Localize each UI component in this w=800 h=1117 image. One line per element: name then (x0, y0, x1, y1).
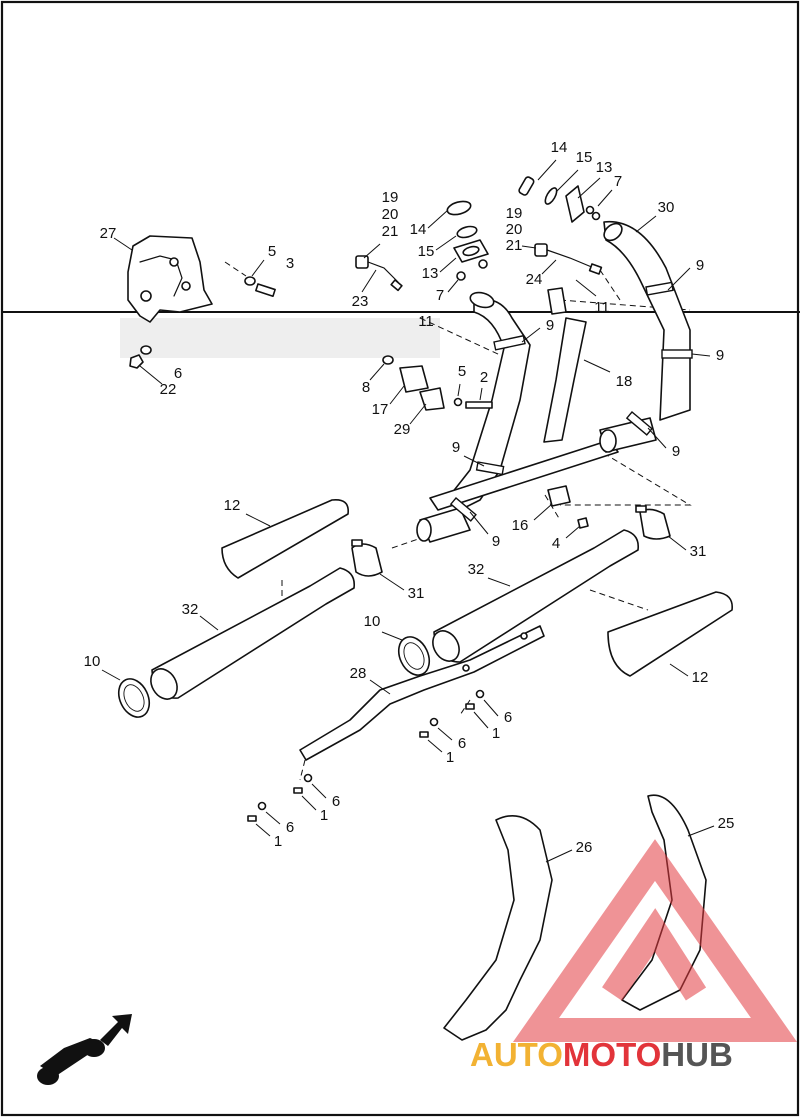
callout-number: 15 (418, 243, 435, 260)
heat-shield-18 (543, 287, 587, 443)
muffler-gasket-10-right (397, 636, 431, 676)
muffler-clamp-31-left (351, 539, 383, 577)
watermark-text: AUTOMOTOHUB (470, 1036, 733, 1073)
motorcycle-front-arrow-icon (37, 1014, 132, 1085)
callout-number: 6 (458, 735, 466, 752)
bolt-washer-3-5 (244, 276, 276, 298)
callout-number: 10 (84, 653, 101, 670)
callout-number: 9 (492, 533, 500, 550)
callout-number: 17 (372, 401, 389, 418)
fasteners-1-6 (247, 689, 485, 822)
hanger-16-4 (547, 485, 589, 529)
muffler-clamp-31-right (635, 505, 671, 540)
mounting-bracket-27 (127, 235, 213, 323)
callout-number: 1 (274, 833, 282, 850)
callout-number: 18 (616, 373, 633, 390)
muffler-bracket-28 (299, 625, 545, 761)
bracket-parts-8-17-29 (382, 355, 493, 411)
callout-number: 16 (512, 517, 529, 534)
callout-number: 9 (696, 257, 704, 274)
header-pipe-30 (603, 220, 691, 421)
callout-number: 9 (672, 443, 680, 460)
oxygen-sensor-24 (534, 243, 603, 275)
callout-number: 31 (690, 543, 707, 560)
callout-number: 15 (576, 149, 593, 166)
muffler-32-left (150, 567, 356, 700)
callout-number: 11 (594, 299, 610, 316)
callout-number: 10 (364, 613, 381, 630)
callout-number: 1 (492, 725, 500, 742)
muffler-gasket-10-left (117, 678, 151, 718)
callout-number: 2 (480, 369, 488, 386)
port-gaskets-13-14-15 (518, 176, 601, 223)
callout-number: 31 (408, 585, 425, 602)
callout-number: 14 (410, 221, 427, 238)
callout-number: 24 (526, 271, 543, 288)
nut-washer-22-6 (129, 345, 152, 369)
callout-number: 12 (224, 497, 241, 514)
callout-number: 23 (352, 293, 369, 310)
callout-number: 20 (382, 206, 399, 223)
callout-number: 28 (350, 665, 367, 682)
callout-number: 1 (320, 807, 328, 824)
callout-number: 27 (100, 225, 117, 242)
callout-number: 19 (382, 189, 399, 206)
heat-shield-26 (443, 814, 553, 1041)
callout-number: 6 (504, 709, 512, 726)
assembly-dashed-lines (224, 261, 692, 781)
callout-number: 6 (332, 793, 340, 810)
callout-number: 13 (596, 159, 613, 176)
callout-number: 25 (718, 815, 735, 832)
callout-number: 19 (506, 205, 523, 222)
callout-number: 20 (506, 221, 523, 238)
callout-number: 11 (418, 313, 434, 330)
muffler-32-right (432, 529, 640, 663)
muffler-shield-12-left (221, 498, 349, 579)
callout-number: 5 (268, 243, 276, 260)
callout-number: 6 (286, 819, 294, 836)
crossover-pipe (416, 417, 657, 543)
muffler-shield-12-right (607, 591, 733, 677)
callout-number: 9 (546, 317, 554, 334)
callout-number: 5 (458, 363, 466, 380)
callout-number: 26 (576, 839, 593, 856)
watermark-moto: MOTO (563, 1036, 661, 1073)
callout-number: 21 (506, 237, 523, 254)
port-gaskets-14-15 (446, 200, 489, 281)
callout-number: 30 (658, 199, 675, 216)
callouts: 27 5 3 6 22 19 20 21 23 14 15 13 7 14 15… (84, 139, 735, 863)
callout-number: 9 (452, 439, 460, 456)
callout-number: 12 (692, 669, 709, 686)
callout-number: 7 (614, 173, 622, 190)
scan-noise (120, 318, 440, 358)
callout-number: 13 (422, 265, 439, 282)
callout-number: 3 (286, 255, 294, 272)
callout-number: 8 (362, 379, 370, 396)
callout-number: 7 (436, 287, 444, 304)
callout-number: 21 (382, 223, 399, 240)
callout-number: 9 (716, 347, 724, 364)
watermark-hub: HUB (661, 1036, 733, 1073)
callout-number: 6 (174, 365, 182, 382)
callout-number: 29 (394, 421, 411, 438)
oxygen-sensor-23 (355, 255, 403, 292)
callout-number: 32 (182, 601, 199, 618)
callout-number: 22 (160, 381, 177, 398)
callout-number: 14 (551, 139, 568, 156)
callout-number: 1 (446, 749, 454, 766)
clamps-9 (449, 281, 693, 522)
watermark-triangle (512, 839, 798, 1042)
callout-number: 4 (552, 535, 560, 552)
callout-number: 32 (468, 561, 485, 578)
watermark-auto: AUTO (470, 1036, 563, 1073)
